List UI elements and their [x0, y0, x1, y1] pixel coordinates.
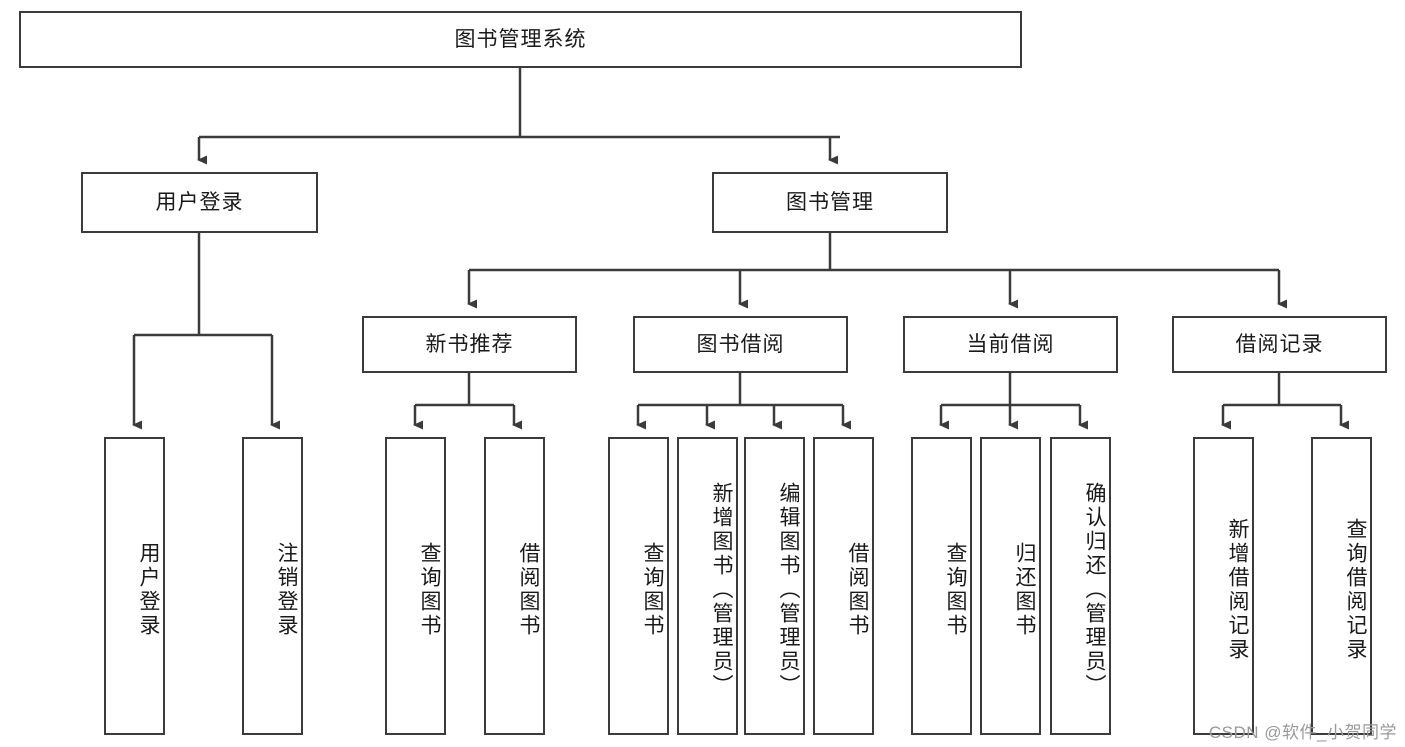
leaf-current-borrow-confirm-return[interactable]: 确认归还（管理员）	[1050, 437, 1111, 735]
node-label: 查询图书	[944, 542, 967, 638]
leaf-new-book-borrow[interactable]: 借阅图书	[484, 437, 545, 735]
node-label: 确认归还（管理员）	[1083, 482, 1106, 698]
node-label: 图书借阅	[696, 332, 785, 356]
node-label: 用户登录	[137, 542, 160, 638]
node-label: 用户登录	[155, 190, 244, 214]
node-label: 归还图书	[1013, 542, 1036, 638]
leaf-current-borrow-return[interactable]: 归还图书	[980, 437, 1041, 735]
leaf-book-borrow-borrow[interactable]: 借阅图书	[813, 437, 874, 735]
node-label: 查询借阅记录	[1344, 518, 1367, 662]
node-new-book-recommend[interactable]: 新书推荐	[362, 316, 577, 373]
node-user-login[interactable]: 用户登录	[81, 172, 318, 233]
node-label: 新增图书（管理员）	[710, 482, 733, 698]
node-root-book-management-system[interactable]: 图书管理系统	[19, 11, 1022, 68]
leaf-borrow-record-query[interactable]: 查询借阅记录	[1311, 437, 1372, 735]
node-book-management[interactable]: 图书管理	[712, 172, 948, 233]
node-label: 图书管理系统	[454, 27, 587, 51]
leaf-book-borrow-add[interactable]: 新增图书（管理员）	[677, 437, 738, 735]
leaf-user-login-signout[interactable]: 注销登录	[242, 437, 303, 735]
node-book-borrow[interactable]: 图书借阅	[633, 316, 848, 373]
leaf-book-borrow-query[interactable]: 查询图书	[608, 437, 669, 735]
node-label: 编辑图书（管理员）	[777, 482, 800, 698]
node-label: 新书推荐	[425, 332, 514, 356]
node-label: 图书管理	[786, 190, 874, 214]
node-label: 当前借阅	[966, 332, 1055, 356]
leaf-borrow-record-add[interactable]: 新增借阅记录	[1193, 437, 1254, 735]
node-label: 查询图书	[641, 542, 664, 638]
node-label: 新增借阅记录	[1226, 518, 1249, 662]
watermark-text: CSDN @软件_小贺同学	[1208, 723, 1397, 742]
node-label: 借阅图书	[846, 542, 869, 638]
node-label: 借阅图书	[517, 542, 540, 638]
leaf-new-book-query[interactable]: 查询图书	[385, 437, 446, 735]
node-current-borrow[interactable]: 当前借阅	[903, 316, 1118, 373]
node-borrow-record[interactable]: 借阅记录	[1172, 316, 1387, 373]
leaf-current-borrow-query[interactable]: 查询图书	[911, 437, 972, 735]
node-label: 借阅记录	[1235, 332, 1324, 356]
node-label: 注销登录	[275, 542, 298, 638]
leaf-user-login-signin[interactable]: 用户登录	[104, 437, 165, 735]
node-label: 查询图书	[418, 542, 441, 638]
leaf-book-borrow-edit[interactable]: 编辑图书（管理员）	[744, 437, 805, 735]
